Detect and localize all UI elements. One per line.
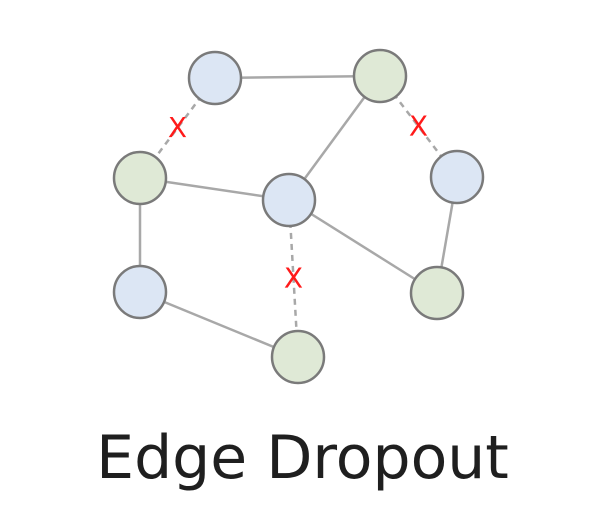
graph-node-n6 bbox=[112, 264, 168, 320]
nodes-layer bbox=[112, 48, 485, 385]
edge-n1-n2 bbox=[214, 74, 381, 80]
graph-node-n7 bbox=[409, 265, 465, 321]
edge-n5-n7 bbox=[288, 198, 438, 295]
graph-node-n2 bbox=[352, 48, 408, 104]
graph-node-n5 bbox=[261, 172, 317, 228]
dropout-mark-icon: X bbox=[409, 110, 428, 143]
graph-node-n8 bbox=[270, 329, 326, 385]
graph-node-n1 bbox=[187, 50, 243, 106]
graph-node-n4 bbox=[429, 149, 485, 205]
edge-n6-n8 bbox=[139, 290, 299, 359]
edge-dropout-graph: X X X bbox=[112, 48, 485, 385]
diagram-caption: Edge Dropout bbox=[96, 423, 509, 493]
graph-node-n3 bbox=[112, 150, 168, 206]
dropout-mark-icon: X bbox=[168, 111, 187, 144]
dropout-mark-icon: X bbox=[284, 262, 303, 295]
